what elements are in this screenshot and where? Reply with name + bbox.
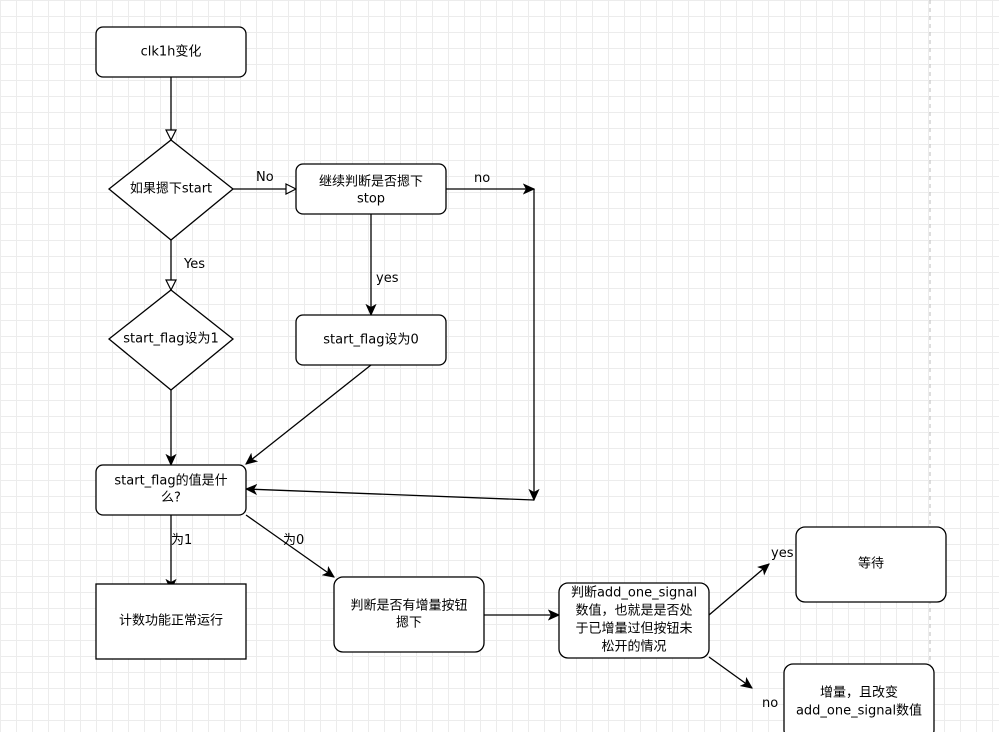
label-start-no: No: [256, 170, 274, 185]
node-flag-value: start_flag的值是什 么?: [95, 464, 247, 516]
label-flag-0: 为0: [283, 533, 304, 548]
node-holding-check-line-3: 于已增量过但按钮未: [575, 622, 692, 637]
node-increment-pressed: 判断是否有增量按钮 摁下: [333, 576, 485, 653]
edge-hold-yes: [708, 564, 769, 616]
node-holding-check: 判断add_one_signal 数值，也就是是否处 于已增量过但按钮未 松开的…: [558, 582, 710, 659]
node-holding-check-line-4: 松开的情况: [601, 639, 666, 655]
node-set-flag-0: start_flag设为0: [295, 314, 447, 366]
label-start-yes: Yes: [183, 257, 205, 272]
label-hold-yes: yes: [771, 546, 794, 561]
label-stop-yes: yes: [376, 271, 399, 286]
node-wait: 等待: [795, 526, 947, 603]
label-stop-no: no: [474, 171, 490, 186]
node-clk-change: clk1h变化: [95, 26, 247, 78]
node-flag-value-line-2: 么?: [161, 491, 181, 506]
edge-hold-no: [708, 656, 752, 688]
node-increment-pressed-line-2: 摁下: [396, 616, 422, 631]
node-counting: 计数功能正常运行: [95, 583, 247, 660]
edge-flag-is-0: [245, 514, 334, 577]
edge-labels: No Yes no yes 为1 为0 yes no: [171, 170, 794, 711]
node-clk-change-text: clk1h变化: [141, 44, 202, 60]
node-increment-line-2: add_one_signal数值: [796, 703, 922, 719]
label-hold-no: no: [762, 696, 778, 711]
node-set-flag-1: start_flag设为1: [107, 289, 235, 391]
node-set-flag-0-text: start_flag设为0: [323, 333, 418, 348]
edge-no-back-to-flag-value: [246, 489, 535, 501]
node-holding-check-line-1: 判断add_one_signal: [571, 586, 697, 601]
node-increment: 增量，且改变 add_one_signal数值: [783, 663, 935, 732]
label-flag-1: 为1: [171, 533, 192, 548]
node-increment-line-1: 增量，且改变: [820, 685, 898, 701]
node-wait-text: 等待: [858, 556, 884, 572]
node-check-stop: 继续判断是否摁下 stop: [295, 163, 447, 215]
node-counting-text: 计数功能正常运行: [119, 614, 223, 629]
node-check-stop-line-2: stop: [357, 192, 385, 207]
node-holding-check-line-2: 数值，也就是是否处: [575, 603, 692, 619]
node-if-start: 如果摁下start: [107, 139, 235, 241]
node-check-stop-line-1: 继续判断是否摁下: [319, 175, 423, 190]
edges: [171, 77, 769, 688]
node-set-flag-1-text: start_flag设为1: [123, 332, 218, 347]
node-increment-pressed-line-1: 判断是否有增量按钮: [350, 599, 467, 614]
edge-flag0-to-flag-value: [246, 364, 372, 464]
node-flag-value-line-1: start_flag的值是什: [114, 473, 227, 489]
node-if-start-text: 如果摁下start: [130, 181, 212, 197]
